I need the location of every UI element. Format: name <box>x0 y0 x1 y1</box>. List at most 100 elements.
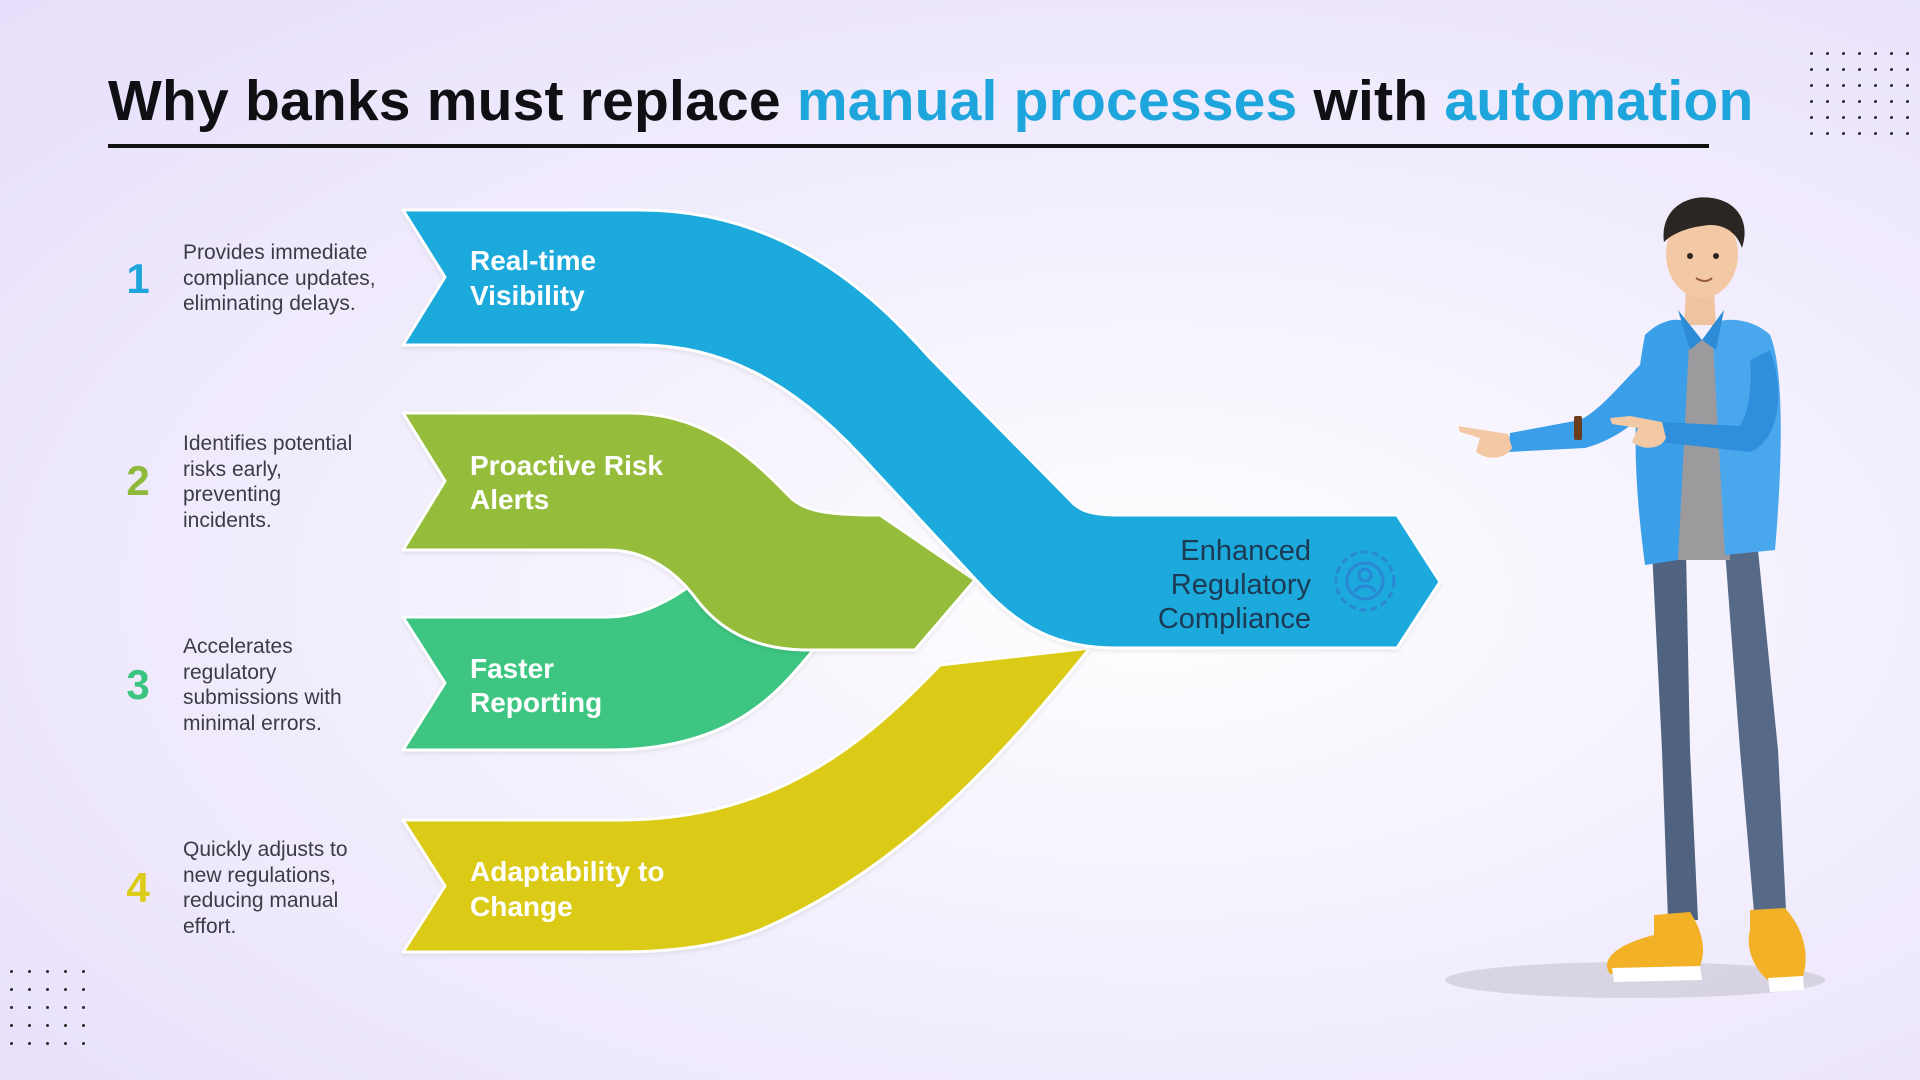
grid-dot <box>10 1024 13 1027</box>
grid-dot <box>1842 68 1845 71</box>
grid-dot <box>28 970 31 973</box>
step-description: Identifies potential risks early, preven… <box>183 431 403 533</box>
figure-leg-right <box>1725 550 1786 912</box>
step-description: Quickly adjusts to new regulations, redu… <box>183 837 403 939</box>
grid-dot <box>64 1042 67 1045</box>
watch <box>1574 416 1582 440</box>
grid-dot <box>28 988 31 991</box>
grid-dot <box>1874 100 1877 103</box>
dot-grid-bottom-left <box>10 970 90 1056</box>
figure-head <box>1666 210 1738 298</box>
collar-left <box>1678 310 1702 350</box>
shoe-left <box>1606 912 1704 974</box>
desc-line: effort. <box>183 914 237 938</box>
grid-dot <box>1874 132 1877 135</box>
desc-line: minimal errors. <box>183 711 322 735</box>
band-label-real-time: Real-time <box>470 245 596 276</box>
grid-dot <box>82 1006 85 1009</box>
grid-dot <box>46 1024 49 1027</box>
grid-dot <box>28 1024 31 1027</box>
band-adaptability <box>401 646 1092 954</box>
title-highlight-2: automation <box>1444 69 1754 133</box>
grid-dot <box>46 970 49 973</box>
grid-dot <box>64 1024 67 1027</box>
title-underline <box>108 144 1709 148</box>
desc-line: Identifies potential <box>183 432 353 455</box>
grid-dot <box>10 988 13 991</box>
mouth <box>1695 277 1713 282</box>
desc-line: Accelerates <box>183 635 293 658</box>
grid-dot <box>1874 116 1877 119</box>
grid-dot <box>1874 52 1877 55</box>
hand-right <box>1610 416 1666 448</box>
grid-dot <box>1874 68 1877 71</box>
grid-dot <box>1874 84 1877 87</box>
band-label-real-time: Visibility <box>470 280 585 311</box>
desc-line: incidents. <box>183 508 272 532</box>
grid-dot <box>82 970 85 973</box>
step-number: 3 <box>126 661 150 708</box>
step-number: 2 <box>126 457 150 504</box>
desc-line: regulatory <box>183 660 277 684</box>
desc-line: reducing manual <box>183 889 339 912</box>
compliance-badge-icon <box>1334 550 1396 612</box>
title-highlight-1: manual processes <box>796 69 1298 133</box>
grid-dot <box>82 988 85 991</box>
grid-dot <box>1826 100 1829 103</box>
dot-grid-top-right <box>1810 52 1920 142</box>
figure-leg-left <box>1652 550 1698 920</box>
grid-dot <box>1826 84 1829 87</box>
grid-dot <box>28 1042 31 1045</box>
grid-dot <box>1810 52 1813 55</box>
band-label-adaptability: Change <box>470 891 573 922</box>
grid-dot <box>1906 84 1909 87</box>
grid-dot <box>10 1042 13 1045</box>
desc-line: new regulations, <box>183 863 336 887</box>
hand-left <box>1458 426 1512 458</box>
grid-dot <box>1842 84 1845 87</box>
grid-dot <box>1842 132 1845 135</box>
grid-dot <box>82 1024 85 1027</box>
band-faster-reporting <box>401 580 817 752</box>
grid-dot <box>1858 116 1861 119</box>
desc-line: preventing <box>183 483 282 506</box>
eye-left <box>1687 253 1693 259</box>
band-label-proactive-risk: Proactive Risk <box>470 450 663 481</box>
eye-right <box>1713 253 1719 259</box>
grid-dot <box>1890 52 1893 55</box>
grid-dot <box>1826 68 1829 71</box>
grid-dot <box>1842 116 1845 119</box>
grid-dot <box>1890 132 1893 135</box>
figure-arm-left <box>1508 360 1660 452</box>
figure-arm-right <box>1660 350 1779 452</box>
shoe-right <box>1748 908 1806 982</box>
grid-dot <box>1906 52 1909 55</box>
grid-dot <box>28 1006 31 1009</box>
grid-dot <box>1842 100 1845 103</box>
target-label: Enhanced <box>1180 535 1311 567</box>
grid-dot <box>64 1006 67 1009</box>
grid-dot <box>64 988 67 991</box>
grid-dot <box>1858 100 1861 103</box>
desc-line: compliance updates, <box>183 266 376 290</box>
step-number: 4 <box>126 864 150 911</box>
step-description: Accelerates regulatory submissions with … <box>183 634 403 736</box>
sole-left <box>1612 966 1702 982</box>
band-label-proactive-risk: Alerts <box>470 484 549 515</box>
page-title: Why banks must replace manual processes … <box>108 62 1753 140</box>
title-part-1: Why banks must replace <box>108 69 797 133</box>
grid-dot <box>1826 52 1829 55</box>
grid-dot <box>1858 84 1861 87</box>
band-label-adaptability: Adaptability to <box>470 856 664 887</box>
sole-right <box>1768 976 1804 992</box>
desc-line: Provides immediate <box>183 241 368 264</box>
grid-dot <box>1826 116 1829 119</box>
grid-dot <box>1858 68 1861 71</box>
grid-dot <box>10 1006 13 1009</box>
band-real-time <box>401 208 1442 650</box>
grid-dot <box>1906 132 1909 135</box>
title-part-2: with <box>1297 69 1445 133</box>
band-label-faster-reporting: Faster <box>470 653 554 684</box>
grid-dot <box>1810 84 1813 87</box>
